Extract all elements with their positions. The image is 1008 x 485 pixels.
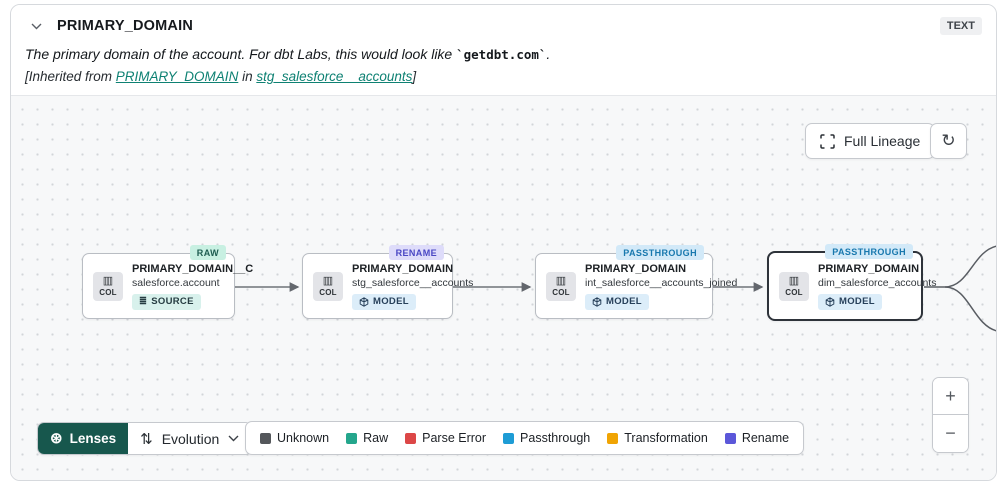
resource-badge: MODEL (585, 293, 649, 310)
columns-icon: ▥ (788, 274, 800, 287)
inherited-model-link[interactable]: stg_salesforce__accounts (256, 69, 413, 84)
legend-item: Parse Error (405, 431, 486, 445)
lineage-node-source[interactable]: RAW ▥ COL PRIMARY_DOMAIN__C salesforce.a… (82, 245, 253, 319)
refresh-icon: ↻ (941, 131, 956, 150)
legend-swatch (503, 432, 515, 444)
model-cube-icon (592, 296, 602, 307)
columns-icon: ▥ (322, 274, 334, 287)
column-chip: ▥ COL (93, 271, 123, 301)
zoom-in-button[interactable]: + (933, 378, 968, 415)
node-title: PRIMARY_DOMAIN (818, 262, 920, 275)
lenses-toolbar: ⊛ Lenses ⇅ Evolution (37, 422, 253, 455)
zoom-controls: + − (932, 377, 969, 453)
node-subtitle: dim_salesforce_accounts (818, 276, 937, 289)
model-cube-icon (825, 296, 835, 307)
node-title: PRIMARY_DOMAIN (352, 262, 454, 275)
status-badge: RAW (189, 245, 226, 260)
columns-icon: ▥ (102, 274, 114, 287)
inline-code: `getdbt.com` (456, 47, 547, 62)
lineage-node-intermediate[interactable]: PASSTHROUGH ▥ COL PRIMARY_DOMAIN int_sal… (535, 245, 737, 319)
inherited-column-link[interactable]: PRIMARY_DOMAIN (115, 69, 239, 84)
column-chip: ▥ COL (546, 271, 576, 301)
legend-item: Transformation (607, 431, 708, 445)
evolution-icon: ⇅ (140, 430, 153, 448)
lineage-node-dim[interactable]: PASSTHROUGH ▥ COL PRIMARY_DOMAIN dim_sal… (767, 244, 936, 321)
resource-badge: MODEL (818, 293, 882, 310)
expand-icon (820, 133, 835, 149)
status-badge: RENAME (388, 245, 444, 260)
column-chip: ▥ COL (779, 271, 809, 301)
legend-item: Rename (724, 431, 789, 445)
lens-select-dropdown[interactable]: ⇅ Evolution (128, 423, 252, 454)
legend-swatch (260, 432, 271, 444)
refresh-button[interactable]: ↻ (930, 123, 967, 159)
lenses-button[interactable]: ⊛ Lenses (38, 423, 129, 454)
lens-legend: Unknown Raw Parse Error Passthrough Tran… (245, 421, 805, 455)
inherited-note: [Inherited from PRIMARY_DOMAIN in stg_sa… (25, 69, 417, 84)
model-cube-icon (359, 296, 369, 307)
zoom-out-button[interactable]: − (933, 415, 968, 452)
legend-item: Raw (346, 431, 388, 445)
legend-swatch (724, 432, 736, 444)
column-chip: ▥ COL (313, 271, 343, 301)
resource-badge: ≣SOURCE (132, 293, 201, 310)
legend-item: Passthrough (503, 431, 590, 445)
resource-badge: MODEL (352, 293, 416, 310)
column-lineage-panel: PRIMARY_DOMAIN TEXT The primary domain o… (10, 4, 997, 481)
column-description: The primary domain of the account. For d… (25, 46, 551, 62)
legend-item: Unknown (260, 431, 329, 445)
node-subtitle: stg_salesforce__accounts (352, 276, 474, 289)
legend-swatch (607, 432, 619, 444)
collapse-chevron-icon[interactable] (25, 15, 47, 37)
aperture-icon: ⊛ (50, 430, 63, 447)
chevron-down-icon (228, 435, 239, 442)
status-badge: PASSTHROUGH (825, 244, 913, 259)
status-badge: PASSTHROUGH (616, 245, 704, 260)
column-title: PRIMARY_DOMAIN (57, 18, 193, 34)
legend-swatch (405, 432, 417, 444)
node-subtitle: salesforce.account (132, 276, 220, 289)
node-subtitle: int_salesforce__accounts_joined (585, 276, 738, 289)
full-lineage-button[interactable]: Full Lineage (805, 123, 936, 159)
source-icon: ≣ (139, 296, 148, 307)
node-title: PRIMARY_DOMAIN__C (132, 262, 254, 275)
lineage-canvas[interactable]: RAW ▥ COL PRIMARY_DOMAIN__C salesforce.a… (11, 96, 996, 480)
lineage-node-staging[interactable]: RENAME ▥ COL PRIMARY_DOMAIN stg_salesfor… (302, 245, 473, 319)
column-type-badge: TEXT (939, 17, 982, 35)
columns-icon: ▥ (555, 274, 567, 287)
column-header: PRIMARY_DOMAIN TEXT The primary domain o… (11, 5, 996, 96)
node-title: PRIMARY_DOMAIN (585, 262, 687, 275)
legend-swatch (346, 432, 358, 444)
